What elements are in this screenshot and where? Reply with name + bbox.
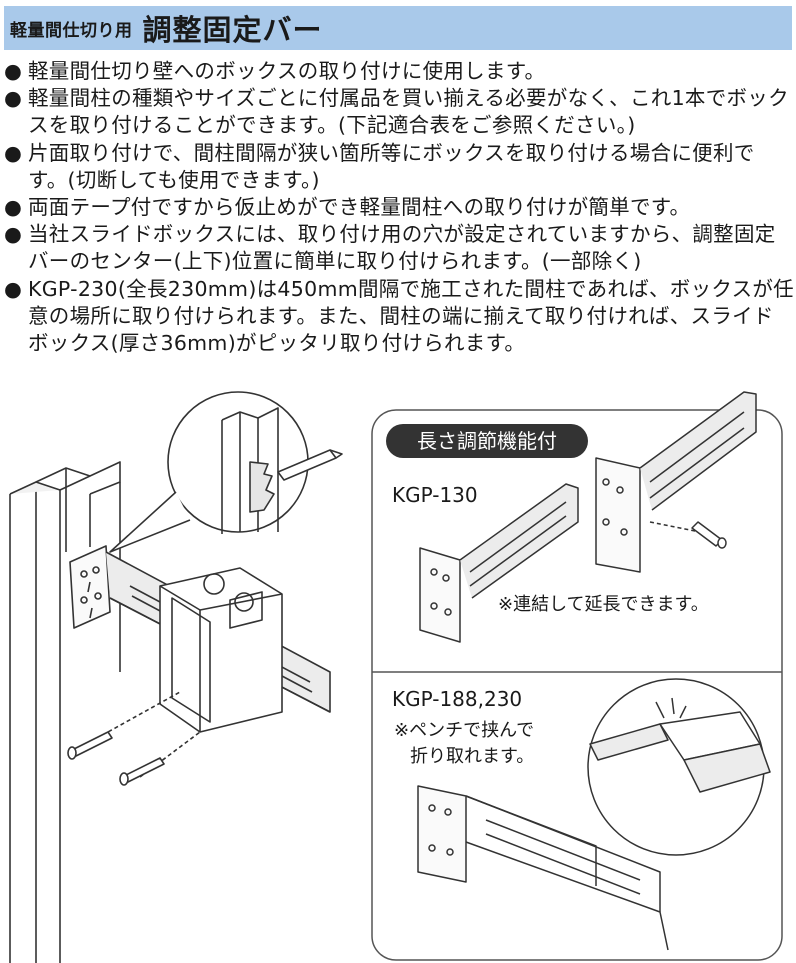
model-b-note-line2: 折り取れます。 bbox=[410, 746, 534, 767]
feature-item: KGP-230(全長230mm)は450mm間隔で施工された間柱であれば、ボック… bbox=[4, 276, 794, 358]
model-b-note-line1: ※ペンチで挟んで bbox=[394, 720, 534, 741]
product-illustration: 長さ調節機能付 KGP-130 ※連結して延長できます。 KGP-188,230… bbox=[9, 391, 783, 963]
feature-tag bbox=[386, 424, 588, 458]
feature-item: 当社スライドボックスには、取り付け用の穴が設定されていますから、調整固定バーのセ… bbox=[4, 221, 794, 275]
model-b-label: KGP-188,230 bbox=[392, 687, 522, 711]
header-title: 調整固定バー bbox=[142, 13, 323, 47]
model-a-note: ※連結して延長できます。 bbox=[498, 594, 709, 615]
kgp188-drawing bbox=[417, 678, 771, 951]
feature-item: 片面取り付けで、間柱間隔が狭い箇所等にボックスを取り付ける場合に便利です。(切断… bbox=[4, 140, 794, 194]
feature-tag-label: 長さ調節機能付 bbox=[417, 429, 557, 453]
kgp130-drawing bbox=[419, 391, 757, 643]
header-subtitle: 軽量間仕切り用 bbox=[10, 20, 133, 41]
feature-item: 両面テープ付ですから仮止めができ軽量間柱への取り付けが簡単です。 bbox=[4, 194, 794, 221]
feature-item: 軽量間柱の種類やサイズごとに付属品を買い揃える必要がなく、これ1本でボックスを取… bbox=[4, 85, 794, 139]
feature-list: 軽量間仕切り壁へのボックスの取り付けに使用します。 軽量間柱の種類やサイズごとに… bbox=[4, 58, 794, 357]
model-a-label: KGP-130 bbox=[392, 483, 478, 507]
feature-item: 軽量間仕切り壁へのボックスの取り付けに使用します。 bbox=[4, 58, 794, 85]
header-bar: 軽量間仕切り用 調整固定バー bbox=[4, 6, 792, 50]
stud-installation-drawing bbox=[9, 391, 343, 963]
